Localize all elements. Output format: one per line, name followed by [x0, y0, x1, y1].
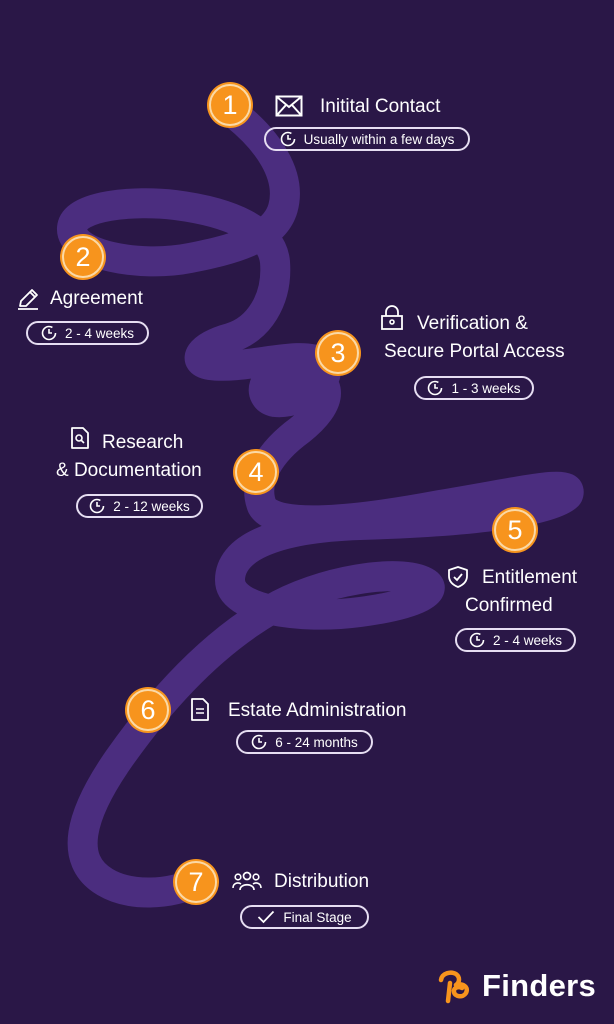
step-3-title-line1: Verification &: [417, 313, 528, 334]
step-3-duration: 1 - 3 weeks: [414, 376, 534, 400]
step-2-duration-text: 2 - 4 weeks: [64, 325, 135, 341]
finders-logo-icon: [438, 970, 469, 1004]
step-5-duration: 2 - 4 weeks: [455, 628, 576, 652]
brand-logo: Finders: [436, 968, 596, 1004]
clock-icon: [41, 325, 57, 341]
step-1-duration: Usually within a few days: [264, 127, 470, 151]
brand-name: Finders: [482, 968, 597, 1003]
step-5-duration-text: 2 - 4 weeks: [492, 632, 563, 648]
step-5-number: 5: [494, 509, 536, 551]
step-2-duration: 2 - 4 weeks: [26, 321, 149, 345]
shield-check-icon: [448, 566, 468, 588]
step-5-title-line1: Entitlement: [482, 567, 578, 588]
document-search-icon: [71, 427, 89, 449]
clock-icon: [251, 734, 267, 750]
step-6-duration-text: 6 - 24 months: [275, 734, 358, 750]
step-1-duration-text: Usually within a few days: [303, 131, 455, 147]
step-3-duration-text: 1 - 3 weeks: [451, 380, 521, 396]
step-4-duration: 2 - 12 weeks: [76, 494, 203, 518]
lock-icon: [381, 305, 403, 330]
step-3-number: 3: [317, 332, 359, 374]
envelope-icon: [275, 95, 303, 117]
step-3-title-line2: Secure Portal Access: [384, 341, 565, 362]
step-1-number: 1: [209, 84, 251, 126]
step-4-title-line2: & Documentation: [56, 460, 202, 481]
pencil-icon: [18, 289, 38, 310]
step-7-number: 7: [175, 861, 217, 903]
step-2-title: Agreement: [50, 288, 143, 309]
clock-icon: [89, 498, 105, 514]
step-2-number: 2: [62, 236, 104, 278]
people-icon: [232, 871, 262, 891]
step-5-title-line2: Confirmed: [465, 595, 553, 616]
step-1-title: Initital Contact: [320, 96, 441, 117]
clock-icon: [428, 380, 443, 396]
step-6-duration: 6 - 24 months: [236, 730, 373, 754]
step-4-duration-text: 2 - 12 weeks: [113, 498, 190, 514]
clock-icon: [280, 131, 295, 147]
step-6-title: Estate Administration: [228, 700, 407, 721]
step-7-duration-text: Final Stage: [283, 909, 352, 925]
step-7-duration: Final Stage: [240, 905, 369, 929]
step-7-title: Distribution: [274, 871, 370, 892]
clock-icon: [469, 632, 485, 648]
step-6-number: 6: [127, 689, 169, 731]
checkmark-icon: [258, 910, 275, 924]
step-4-number: 4: [235, 451, 277, 493]
document-icon: [191, 698, 209, 721]
step-4-title-line1: Research: [102, 432, 184, 453]
